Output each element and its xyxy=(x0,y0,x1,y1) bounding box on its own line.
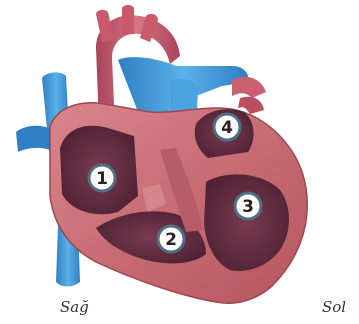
right-pulmonary-vein xyxy=(16,126,52,152)
label-right: Sağ xyxy=(60,298,89,316)
marker-3-label: 3 xyxy=(242,197,254,217)
left-pulmonary-vein-upper xyxy=(232,77,266,98)
marker-4-label: 4 xyxy=(221,118,233,138)
label-left: Sol xyxy=(322,298,346,316)
marker-2-label: 2 xyxy=(165,230,177,250)
marker-1-label: 1 xyxy=(96,169,108,189)
aortic-branch-2 xyxy=(122,5,134,34)
